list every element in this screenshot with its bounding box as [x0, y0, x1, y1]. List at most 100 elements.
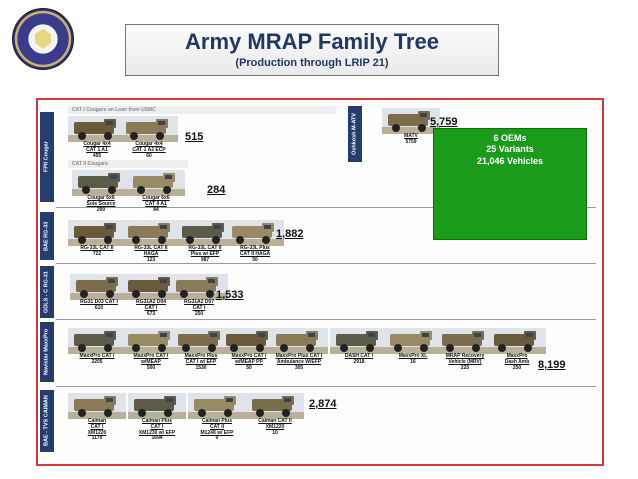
summary-box: 6 OEMs 25 Variants 21,046 Vehicles	[433, 128, 587, 240]
page-subtitle: (Production through LRIP 21)	[235, 57, 389, 69]
summary-variants: 25 Variants	[486, 144, 534, 155]
vehicle-count: 10	[272, 429, 278, 436]
row-label-rg33: BAE RG-33	[40, 212, 54, 260]
vehicle-image	[188, 393, 246, 419]
row-label-cougar: FPII Cougar	[40, 112, 54, 202]
title-box: Army MRAP Family Tree (Production throug…	[125, 24, 499, 76]
total-cougar-usmc: 515	[185, 131, 204, 143]
row-label-rg31: GDLS - C RG-31	[40, 266, 54, 318]
vehicle-image	[70, 274, 128, 300]
row-divider	[56, 207, 596, 208]
vehicle-count: 305	[294, 364, 304, 371]
vehicle-image	[68, 116, 126, 142]
vehicle-image	[127, 170, 185, 196]
vehicle-image	[488, 328, 546, 354]
vehicle-image	[68, 220, 126, 246]
vehicle-image	[382, 108, 440, 134]
vehicle-name: RG31 D03 CAT I	[80, 299, 118, 305]
vehicle-image	[68, 393, 126, 419]
vehicle-count: 987	[200, 256, 210, 263]
total-cougar-cat2: 284	[207, 184, 226, 196]
row-label-matv: Oshkosh M-ATV	[348, 106, 362, 162]
vehicle-image	[72, 170, 130, 196]
vehicle-count: 1530	[195, 364, 207, 371]
row-divider	[56, 386, 596, 387]
vehicle-count: 225	[460, 364, 470, 371]
vehicle-count: 5759	[405, 138, 417, 145]
vehicle-count: 722	[92, 250, 102, 257]
vehicle-image	[246, 393, 304, 419]
vehicle-count: 2918	[353, 358, 365, 365]
band-usmc-loan: CAT I Cougars on Loan from USMC	[68, 106, 336, 114]
program-seal-logo	[12, 8, 74, 70]
total-rg33: 1,882	[276, 228, 304, 240]
vehicle-image	[436, 328, 494, 354]
vehicle-name: MaxxPro XL	[398, 353, 428, 359]
row-label-maxxpro: Navistar MaxxPro	[40, 322, 54, 382]
vehicle-count: 455	[92, 152, 102, 159]
vehicle-count: 250	[512, 364, 522, 371]
vehicle-name: MATV	[404, 133, 418, 139]
vehicle-name: RG-33L CAT II	[80, 245, 114, 251]
summary-vehicles: 21,046 Vehicles	[476, 155, 544, 166]
vehicle-image	[122, 220, 180, 246]
vehicle-count: 60	[146, 152, 152, 159]
vehicle-count: 50	[252, 256, 258, 263]
vehicle-count: 1694	[151, 435, 163, 442]
total-caiman: 2,874	[309, 398, 337, 410]
row-divider	[56, 263, 596, 264]
vehicle-image	[68, 328, 126, 354]
vehicle-image	[170, 274, 228, 300]
band-cat2: CAT II Cougars	[68, 160, 188, 168]
row-label-caiman: BAE - TVS CAIMAN	[40, 390, 54, 452]
vehicle-count: 610	[94, 304, 104, 311]
vehicle-count: 16	[410, 358, 416, 365]
summary-oems: 6 OEMs	[493, 133, 527, 143]
vehicle-count: 50	[246, 364, 252, 371]
vehicle-count: 123	[146, 256, 156, 263]
vehicle-image	[330, 328, 388, 354]
vehicle-count: 84	[153, 206, 159, 213]
vehicle-image	[122, 328, 180, 354]
total-rg31: 1,533	[216, 289, 244, 301]
vehicle-count: 200	[96, 206, 106, 213]
vehicle-image	[128, 393, 186, 419]
vehicle-count: 1170	[91, 435, 103, 442]
vehicle-image	[220, 328, 278, 354]
